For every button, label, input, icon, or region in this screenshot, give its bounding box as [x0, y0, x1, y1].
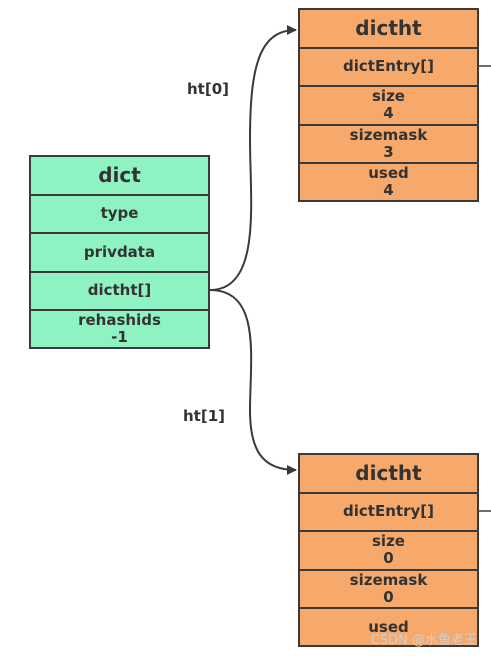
dictht-0: dictht dictEntry[] size 4 sizemask 3 use…: [298, 8, 479, 202]
dictht-0-sizemask: sizemask 3: [300, 125, 477, 164]
dictht-0-used: used 4: [300, 164, 477, 201]
dict-title: dict: [31, 157, 208, 196]
dict-field-rehashids: rehashids -1: [31, 311, 208, 348]
dictht-0-table: dictEntry[]: [300, 49, 477, 87]
edge-label-ht1: ht[1]: [183, 407, 225, 425]
dictht-1-title: dictht: [300, 455, 477, 494]
sizemask-label: sizemask: [349, 570, 428, 589]
dictht-1-sizemask: sizemask 0: [300, 570, 477, 609]
size-value: 4: [383, 104, 394, 123]
rehashids-label: rehashids: [78, 311, 161, 330]
dictht-0-title: dictht: [300, 10, 477, 49]
dict-field-type: type: [31, 196, 208, 234]
link-ht0: [209, 25, 297, 291]
dictht-1-table: dictEntry[]: [300, 494, 477, 532]
edge-label-ht0: ht[0]: [187, 80, 229, 98]
dictht-1-used: used: [300, 609, 477, 646]
dict-field-dictht: dictht[]: [31, 273, 208, 311]
watermark: CSDN @水鱼老王: [370, 633, 477, 648]
sizemask-label: sizemask: [349, 125, 428, 144]
dictht-1: dictht dictEntry[] size 0 sizemask 0 use…: [298, 453, 479, 647]
link-ht1: [209, 289, 297, 475]
used-value: 4: [383, 181, 394, 200]
size-value: 0: [383, 549, 394, 568]
used-label: used: [368, 617, 409, 636]
dictht-1-size: size 0: [300, 532, 477, 571]
size-label: size: [372, 532, 405, 551]
dictht-0-size: size 4: [300, 87, 477, 126]
sizemask-value: 3: [383, 142, 394, 161]
dict-struct: dict type privdata dictht[] rehashids -1: [29, 155, 210, 349]
size-label: size: [372, 87, 405, 106]
used-label: used: [368, 164, 409, 183]
dict-field-privdata: privdata: [31, 234, 208, 273]
rehashids-value: -1: [111, 328, 128, 347]
sizemask-value: 0: [383, 587, 394, 606]
